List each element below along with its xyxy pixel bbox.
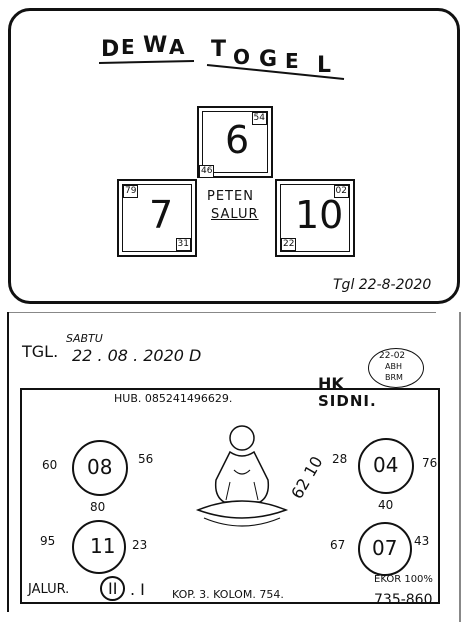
left-corner-br: 31 <box>175 238 191 251</box>
center-number-box: 6 54 46 <box>197 106 273 178</box>
title-dewa-togel: D E W A T O G E L <box>99 33 349 83</box>
center-corner-bl: 46 <box>199 165 215 178</box>
jalur-suffix: . I <box>130 580 145 599</box>
ekor-numbers: 735-860 <box>374 592 433 608</box>
circle-bottom-left-left: 95 <box>40 534 56 548</box>
circle-bottom-right-number: 07 <box>372 536 398 560</box>
right-corner-bl: 22 <box>281 238 297 251</box>
circle-bottom-right-left: 67 <box>330 538 346 552</box>
stamp-top: 22-02 <box>379 351 406 361</box>
circle-bottom-left-right: 23 <box>132 538 148 552</box>
circle-top-right-right: 76 <box>422 456 438 470</box>
postmark-stamp: 22-02 ABH BRM <box>368 348 424 388</box>
bottom-card-edges <box>7 312 461 622</box>
stamp-mid: ABH <box>385 362 402 371</box>
hub-phone: HUB. 085241496629. <box>114 392 233 405</box>
tgl-label: TGL. <box>22 342 59 361</box>
jalur-number: II <box>100 576 126 601</box>
top-date: Tgl 22-8-2020 <box>333 277 432 293</box>
title-letter-o: O <box>233 45 252 69</box>
circle-top-right-left: 28 <box>332 452 348 466</box>
peten-text: PETEN <box>207 189 254 204</box>
title-letter-g: G <box>259 47 279 72</box>
circle-bottom-right: 07 <box>358 522 412 576</box>
date-line: 22 . 08 . 2020 D <box>72 346 202 365</box>
ekor-label: EKOR 100% <box>374 574 433 585</box>
inner-frame <box>20 388 440 604</box>
circle-top-left-right: 56 <box>138 452 154 466</box>
stamp-bot: BRM <box>385 373 403 382</box>
sidni-label: SIDNI. <box>318 392 377 410</box>
center-corner-tr: 54 <box>251 112 267 125</box>
right-corner-tr: 02 <box>333 185 349 198</box>
circle-bottom-left-number: 11 <box>90 534 116 558</box>
circle-bottom-right-right: 43 <box>414 534 430 548</box>
circle-top-left: 08 <box>72 440 128 496</box>
top-card: D E W A T O G E L 6 54 46 7 79 31 PETEN … <box>8 8 460 304</box>
kop-kolom: KOP. 3. KOLOM. 754. <box>172 588 284 601</box>
title-letter-d: D <box>101 37 121 62</box>
meditating-monk-illustration <box>195 425 289 527</box>
title-underline <box>99 60 345 80</box>
left-number: 7 <box>149 193 174 237</box>
circle-top-right: 04 <box>358 438 414 494</box>
circle-top-right-number: 04 <box>373 453 399 477</box>
center-number: 6 <box>225 118 250 162</box>
right-number-box: 10 02 22 <box>275 179 355 257</box>
day-label: SABTU <box>66 332 103 345</box>
circle-top-left-number: 08 <box>87 455 113 479</box>
left-corner-tl: 79 <box>123 185 139 198</box>
title-letter-e2: E <box>285 49 300 73</box>
jalur-label: JALUR. <box>28 582 70 597</box>
title-letter-e: E <box>121 35 136 59</box>
left-number-box: 7 79 31 <box>117 179 197 257</box>
title-letter-a: A <box>169 35 186 59</box>
right-number: 10 <box>295 193 344 237</box>
title-letter-l: L <box>317 53 333 78</box>
circle-top-left-left: 60 <box>42 458 58 472</box>
title-letter-t: T <box>211 37 228 62</box>
circle-bottom-left: 11 <box>72 520 126 574</box>
bottom-card: TGL. SABTU 22 . 08 . 2020 D HUB. 0852414… <box>6 312 462 630</box>
salur-text: SALUR <box>211 207 259 222</box>
circle-top-right-bottom: 40 <box>378 498 394 512</box>
circle-top-left-bottom: 80 <box>90 500 106 514</box>
title-letter-w: W <box>143 33 169 58</box>
